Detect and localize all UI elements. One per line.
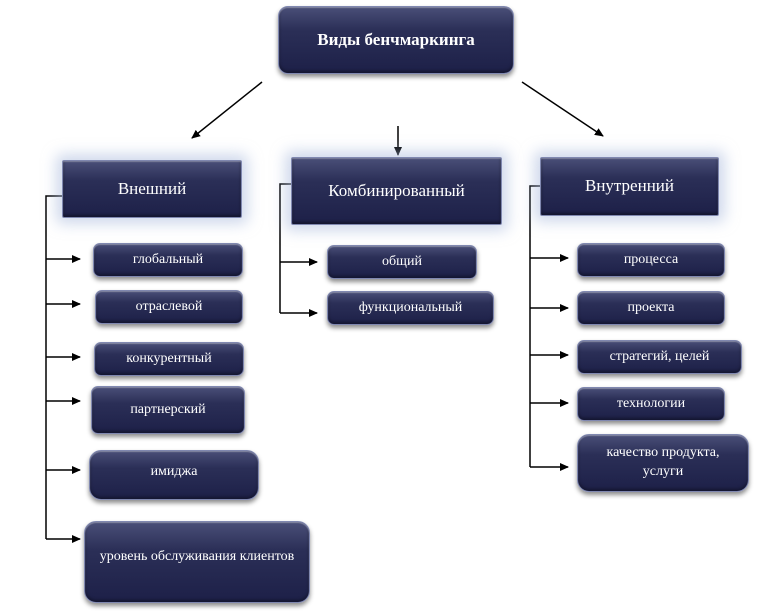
- node-internal-quality: качество продукта, услуги: [577, 434, 749, 492]
- node-external-partner: партнерский: [91, 386, 245, 434]
- category-external-label: Внешний: [117, 178, 187, 198]
- node-combined-general: общий: [327, 245, 477, 279]
- category-internal-label: Внутренний: [584, 176, 674, 196]
- node-external-competitive: конкурентный: [94, 342, 244, 376]
- node-label: конкурентный: [126, 350, 212, 366]
- category-combined-label: Комбинированный: [328, 180, 465, 200]
- root-node: Виды бенчмаркинга: [278, 6, 514, 74]
- category-combined: Комбинированный: [291, 157, 502, 225]
- connector-internal-spine: [529, 185, 540, 467]
- node-internal-process: процесса: [577, 243, 725, 277]
- node-label: глобальный: [132, 251, 204, 267]
- root-label: Виды бенчмаркинга: [317, 29, 475, 49]
- node-internal-technology: технологии: [577, 387, 725, 421]
- node-label: функциональный: [358, 299, 463, 315]
- node-label: проекта: [627, 299, 675, 315]
- node-external-image: имиджа: [89, 450, 259, 500]
- arrow-root-to-internal: [521, 81, 604, 137]
- connector-combined-spine: [279, 183, 291, 313]
- node-label: имиджа: [150, 464, 198, 479]
- category-internal: Внутренний: [540, 157, 719, 216]
- node-external-industry: отраслевой: [95, 290, 243, 324]
- node-label: партнерский: [130, 401, 206, 417]
- node-label: качество продукта, услуги: [606, 445, 720, 479]
- category-external: Внешний: [62, 160, 242, 218]
- node-label: процесса: [623, 251, 679, 267]
- node-combined-functional: функциональный: [327, 291, 494, 325]
- arrow-root-to-external: [191, 81, 263, 139]
- node-label: отраслевой: [135, 298, 203, 314]
- node-external-global: глобальный: [93, 243, 243, 277]
- node-label: общий: [382, 253, 422, 269]
- node-internal-project: проекта: [577, 291, 725, 325]
- node-label: уровень обслуживания клиентов: [99, 548, 295, 564]
- connector-external-spine: [45, 195, 62, 539]
- node-external-service-level: уровень обслуживания клиентов: [84, 521, 310, 603]
- node-label: стратегий, целей: [609, 348, 710, 364]
- node-internal-strategy: стратегий, целей: [577, 340, 742, 374]
- node-label: технологии: [616, 395, 686, 411]
